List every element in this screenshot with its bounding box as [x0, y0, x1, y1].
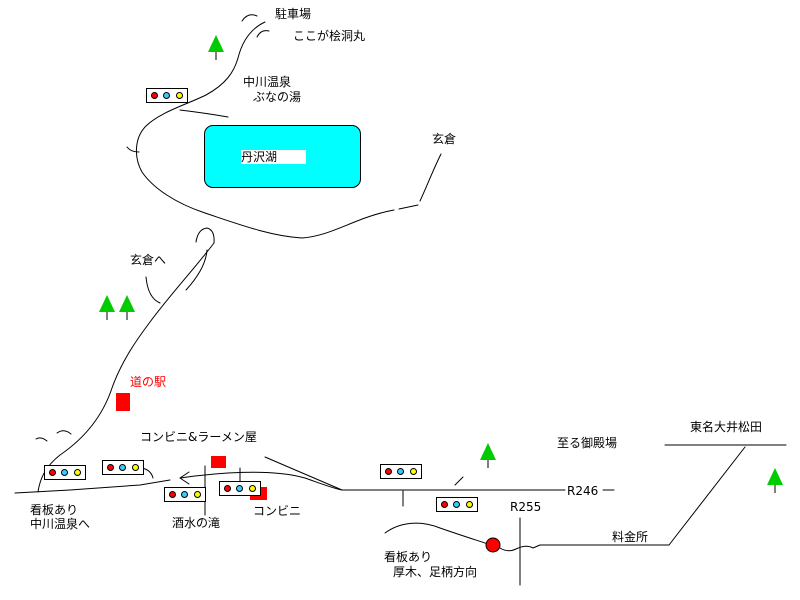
signal-yellow-lamp [194, 491, 202, 498]
signal-cyan-lamp [453, 501, 461, 508]
tree-spur [454, 476, 464, 486]
traffic-signal-icon [436, 497, 478, 512]
wavy-connector-road [499, 544, 541, 552]
signal-red-lamp [48, 469, 56, 476]
tree-icon [99, 295, 115, 320]
tree-icon [480, 443, 496, 468]
destination-circle-marker [485, 537, 501, 553]
bunanoyu-label: ぶなの湯 [253, 90, 302, 104]
side-mark [126, 146, 140, 153]
convenience-ramen-label: コンビニ&ラーメン屋 [140, 430, 257, 444]
tree-icon [119, 295, 135, 320]
traffic-signal-icon [380, 464, 422, 479]
traffic-signal-icon [164, 487, 206, 502]
traffic-signal-icon [146, 88, 188, 103]
tree-icon [767, 468, 783, 493]
tree-icon-crown [208, 35, 224, 52]
shasui-falls-label: 酒水の滝 [172, 516, 221, 530]
signal-cyan-lamp [181, 491, 189, 498]
signal-yellow-lamp [176, 92, 184, 99]
junction-hook [195, 227, 215, 244]
to-kurokura-label: 玄倉へ [130, 253, 167, 267]
traffic-signal-icon [102, 460, 144, 475]
signal-red-lamp [223, 485, 231, 492]
tanzawa-lake: 丹沢湖 [204, 125, 361, 188]
r255-label: R255 [510, 500, 542, 514]
peak-hook [256, 30, 270, 38]
highlighted-route [384, 522, 489, 545]
main-descent-road [37, 242, 215, 493]
traffic-signal-icon [44, 465, 86, 480]
small-hook-b [35, 437, 48, 442]
peak-label: ここが桧洞丸 [293, 29, 366, 43]
signal-yellow-lamp [249, 485, 257, 492]
signal-yellow-lamp [410, 468, 418, 475]
mountain-road [136, 21, 395, 239]
kurokura-road [419, 153, 442, 202]
signal-cyan-lamp [236, 485, 244, 492]
signal-red-lamp [106, 464, 114, 471]
tree-icon-crown [119, 295, 135, 312]
signal-red-lamp [150, 92, 158, 99]
sign-right-label: 看板あり [384, 550, 433, 564]
signal-cyan-lamp [163, 92, 171, 99]
kurokura-branch-road [145, 276, 161, 304]
tollgate-label: 料金所 [612, 530, 649, 544]
signal-yellow-lamp [466, 501, 474, 508]
convenience-label: コンビニ [253, 504, 302, 518]
signal-red-lamp [384, 468, 392, 475]
sign-left-label: 看板あり [30, 503, 79, 517]
signal-red-lamp [168, 491, 176, 498]
tomei-connector-road [668, 446, 746, 546]
signal-yellow-lamp [74, 469, 82, 476]
r246-label: R246 [567, 484, 599, 498]
lake-label: 丹沢湖 [241, 150, 306, 164]
r246-west-road [179, 471, 343, 491]
parking-hook [241, 14, 258, 22]
kurokura-gap-road [398, 204, 419, 210]
signal-cyan-lamp [61, 469, 69, 476]
michi-no-eki-label: 道の駅 [130, 375, 167, 389]
tree-icon-crown [99, 295, 115, 312]
signal-red-lamp [440, 501, 448, 508]
tree-icon [208, 35, 224, 60]
tomei-oimatsuda-label: 東名大井松田 [690, 420, 763, 434]
atsugi-ashigara-label: 厚木、足柄方向 [393, 565, 478, 579]
tree-icon-crown [480, 443, 496, 460]
to-gotemba-label: 至る御殿場 [557, 436, 618, 450]
kurokura-label: 玄倉 [432, 132, 457, 146]
signal-cyan-lamp [119, 464, 127, 471]
to-nakagawa-onsen-label: 中川温泉へ [30, 517, 91, 531]
signal-yellow-lamp [132, 464, 140, 471]
small-hook-a [56, 430, 72, 435]
michi-no-eki-marker [116, 393, 130, 411]
ramen-shop-marker [211, 456, 226, 468]
parking-label: 駐車場 [275, 7, 312, 21]
nakagawa-onsen-label: 中川温泉 [243, 75, 292, 89]
bottom-left-road [14, 479, 171, 494]
branch-road [185, 249, 208, 291]
lake-north-road [179, 109, 229, 118]
signal-cyan-lamp [397, 468, 405, 475]
tree-icon-crown [767, 468, 783, 485]
diagonal-road [264, 456, 343, 491]
traffic-signal-icon [219, 481, 261, 496]
